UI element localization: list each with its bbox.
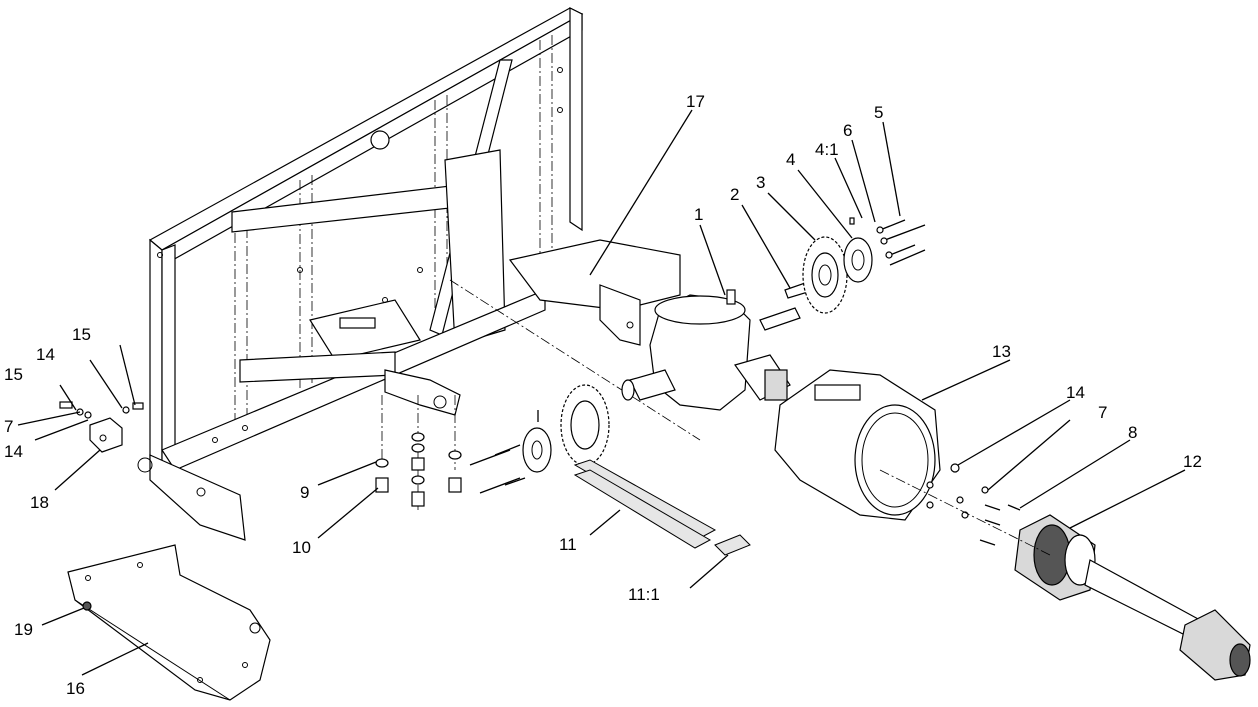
lower-sprocket — [469, 384, 610, 494]
label-11: 11 — [559, 535, 577, 554]
label-7-left: 7 — [4, 417, 13, 436]
label-2: 2 — [730, 185, 739, 204]
label-4: 4 — [786, 150, 795, 169]
label-14-right: 14 — [1066, 383, 1085, 402]
label-12: 12 — [1183, 452, 1202, 471]
cylinder-guard — [774, 369, 941, 521]
sprocket-3 — [802, 236, 848, 314]
label-19: 19 — [14, 620, 33, 639]
label-4-1: 4:1 — [815, 140, 839, 159]
leader-lines — [17, 109, 1186, 676]
label-13: 13 — [992, 342, 1011, 361]
nut-19 — [82, 601, 92, 611]
hub-4 — [843, 217, 873, 283]
label-1: 1 — [694, 205, 703, 224]
mower-frame — [137, 7, 681, 541]
label-14-left-top: 14 — [36, 345, 55, 364]
label-9: 9 — [300, 483, 309, 502]
label-18: 18 — [30, 493, 49, 512]
label-10: 10 — [292, 538, 311, 557]
label-7-right: 7 — [1098, 403, 1107, 422]
bracket-18 — [89, 417, 123, 453]
guard-hardware — [926, 463, 1021, 546]
label-14-left: 14 — [4, 442, 23, 461]
vertical-hardware — [375, 395, 462, 510]
label-15-top: 15 — [72, 325, 91, 344]
roller-chain — [573, 459, 717, 549]
guard-plate — [67, 544, 271, 701]
part-labels: 1 2 3 4 4:1 6 5 17 13 14 7 8 12 11 11:1 … — [4, 92, 1202, 698]
gearbox — [449, 279, 801, 441]
label-5: 5 — [874, 103, 883, 122]
label-11-1: 11:1 — [628, 585, 660, 604]
label-16: 16 — [66, 679, 85, 698]
hub-bolts — [876, 219, 926, 266]
label-6: 6 — [843, 121, 852, 140]
pto-driveline — [879, 469, 1251, 681]
label-17: 17 — [686, 92, 705, 111]
frame-holes — [157, 67, 563, 443]
label-15-left: 15 — [4, 365, 23, 384]
chain-link-11-1 — [714, 534, 751, 556]
label-8: 8 — [1128, 423, 1137, 442]
label-3: 3 — [756, 173, 765, 192]
